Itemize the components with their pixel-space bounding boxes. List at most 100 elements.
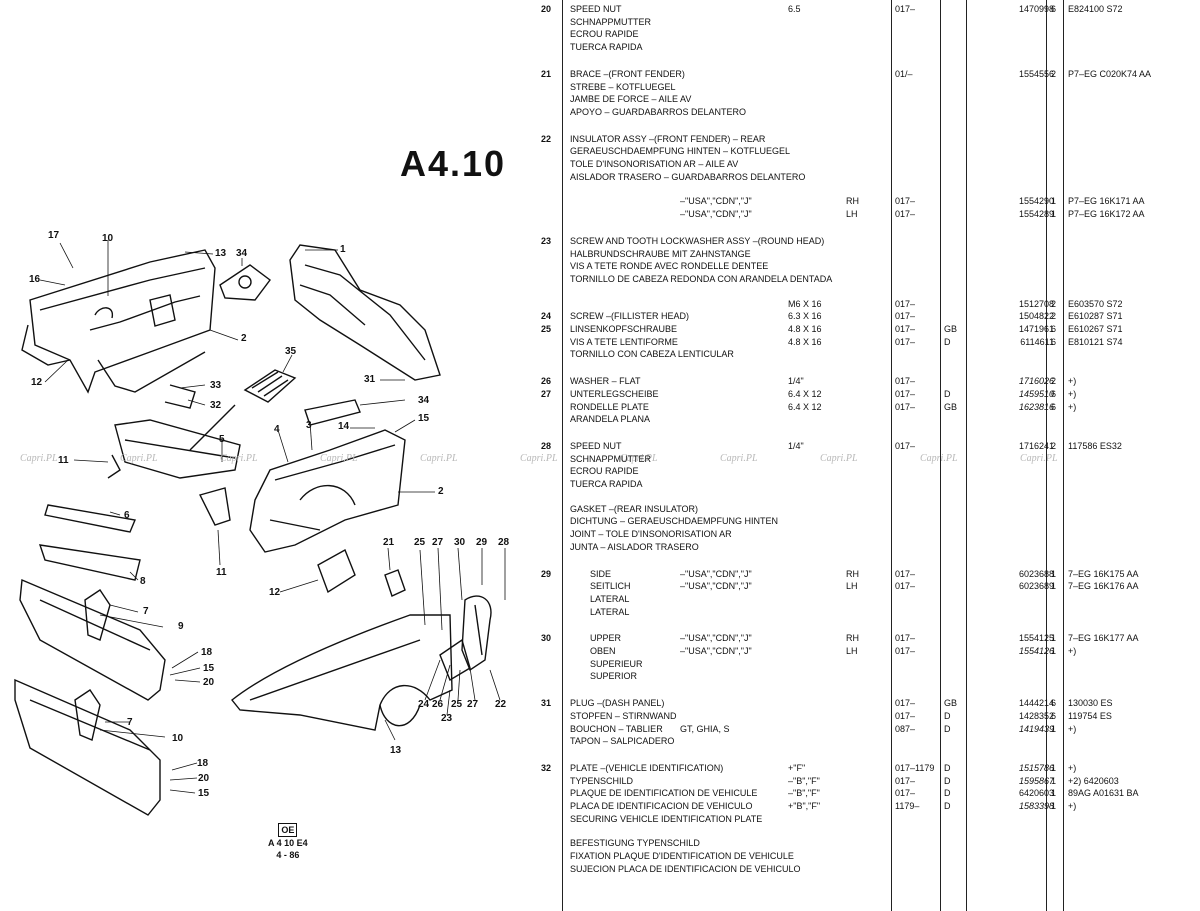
table-row: TUERCA RAPIDA <box>532 478 1200 490</box>
cell-catalogue-code: D <box>944 775 951 786</box>
table-row: ECROU RAPIDE <box>532 28 1200 40</box>
cell-description: TAPON – SALPICADERO <box>570 736 675 747</box>
callout-label: 33 <box>210 380 222 391</box>
cell-catalogue-code: D <box>944 723 951 734</box>
cell-side: RH <box>846 568 859 579</box>
cell-description: PLACA DE IDENTIFICACION DE VEHICULO <box>570 801 753 811</box>
cell-description: GASKET –(REAR INSULATOR) <box>570 503 699 514</box>
cell-quantity: 2 <box>1051 68 1057 79</box>
table-row: PLACA DE IDENTIFICACION DE VEHICULO+"B",… <box>532 800 1200 812</box>
cell-quantity: 2 <box>1051 311 1057 322</box>
callout-label: 7 <box>127 717 133 728</box>
cell-finis-code: 130030 ES <box>1068 698 1113 709</box>
watermark-text: Capri.PL <box>1020 453 1058 464</box>
cell-part-number: 1554290 <box>1018 196 1054 207</box>
cell-description: SIDE <box>590 568 612 579</box>
table-row: SCHNAPPMUTTER <box>532 453 1200 465</box>
cell-description: LATERAL <box>590 606 630 617</box>
table-row: APOYO – GUARDABARROS DELANTERO <box>532 106 1200 118</box>
cell-description: DICHTUNG – GERAEUSCHDAEMPFUNG HINTEN <box>570 516 779 527</box>
cell-description: SECURING VEHICLE IDENTIFICATION PLATE <box>570 813 763 824</box>
cell-ref-number: 31 <box>540 698 551 709</box>
cell-description: LATERAL <box>590 593 630 604</box>
front-panel-lower-drawing <box>14 678 161 816</box>
table-row: SUJECION PLACA DE IDENTIFICACION DE VEHI… <box>532 863 1200 875</box>
cell-market: –"USA","CDN","J" <box>680 568 752 579</box>
table-row: TORNILLO DE CABEZA REDONDA CON ARANDELA … <box>532 273 1200 285</box>
callout-label: 2 <box>241 333 247 344</box>
cell-quantity: 1 <box>1051 762 1057 773</box>
front-fender-drawing <box>231 614 453 731</box>
cell-description: TOLE D'INSONORISATION AR – AILE AV <box>570 159 739 169</box>
drawing-reference: OE A 4 10 E4 4 - 86 <box>268 823 308 861</box>
cell-quantity: 6 <box>1051 336 1057 347</box>
callout-label: 24 <box>418 699 430 710</box>
callout-label: 32 <box>210 400 222 411</box>
cell-side: RH <box>846 633 859 644</box>
callout-label: 21 <box>383 537 395 548</box>
cell-finis-code: 117586 ES32 <box>1068 440 1122 451</box>
cell-market: –"USA","CDN","J" <box>680 209 752 220</box>
cell-quantity: 6 <box>1051 698 1057 709</box>
cell-quantity: 1 <box>1051 196 1057 207</box>
cell-date-range: 017– <box>895 698 916 709</box>
cell-part-number: 1595867 <box>1018 775 1054 786</box>
cell-description: UPPER <box>590 633 622 644</box>
cell-side: LH <box>846 646 858 656</box>
cell-finis-code: +) <box>1068 723 1077 734</box>
cell-quantity: 6 <box>1051 710 1057 721</box>
watermark-text: Capri.PL <box>120 453 158 464</box>
cell-description: PLATE –(VEHICLE IDENTIFICATION) <box>570 762 724 773</box>
cell-ref-number: 29 <box>540 568 551 579</box>
cell-date-range: 017– <box>895 388 916 399</box>
cell-specification: 1/4" <box>788 376 804 387</box>
cell-date-range: 017– <box>895 581 916 592</box>
cell-quantity: 1 <box>1051 788 1057 799</box>
cell-finis-code: +) <box>1068 376 1077 387</box>
cell-specification: 6.4 X 12 <box>788 401 822 412</box>
cell-side: LH <box>846 581 858 592</box>
cell-quantity: 1 <box>1051 633 1057 644</box>
watermark-text: Capri.PL <box>920 453 958 464</box>
cell-quantity: 1 <box>1051 801 1057 811</box>
cell-catalogue-code: GB <box>944 698 958 709</box>
callout-label: 10 <box>172 733 184 744</box>
cell-side: LH <box>846 209 858 220</box>
cell-part-number: 1459510 <box>1018 388 1054 399</box>
callout-label: 11 <box>216 567 227 578</box>
cell-specification: +"F" <box>788 762 806 773</box>
callout-label: 34 <box>236 248 248 259</box>
cell-date-range: 017– <box>895 401 916 412</box>
table-row: ARANDELA PLANA <box>532 413 1200 425</box>
cell-finis-code: 119754 ES <box>1068 710 1112 721</box>
cell-ref-number: 24 <box>540 311 551 322</box>
callout-label: 18 <box>197 758 209 769</box>
table-row: GERAEUSCHDAEMPFUNG HINTEN – KOTFLUEGEL <box>532 145 1200 157</box>
table-row: PLAQUE DE IDENTIFICATION DE VEHICULE–"B"… <box>532 787 1200 799</box>
table-row: SCHNAPPMUTTER <box>532 16 1200 28</box>
cell-market: –"USA","CDN","J" <box>680 196 752 207</box>
callout-label: 23 <box>441 713 453 724</box>
cell-description: ECROU RAPIDE <box>570 29 639 40</box>
cell-part-number: 1470998 <box>1018 4 1054 14</box>
table-row: LATERAL <box>532 593 1200 605</box>
cell-finis-code: 89AG A01631 BA <box>1068 788 1139 799</box>
cell-date-range: 017– <box>895 633 916 644</box>
cell-quantity: 6 <box>1051 324 1057 334</box>
cell-ref-number: 28 <box>540 440 551 451</box>
cell-part-number: 6114611 <box>1020 336 1054 347</box>
table-row: TORNILLO CON CABEZA LENTICULAR <box>532 348 1200 360</box>
cell-ref-number: 26 <box>540 376 551 387</box>
callout-label: 29 <box>476 537 488 548</box>
callout-label: 1 <box>340 244 346 255</box>
cell-description: TORNILLO DE CABEZA REDONDA CON ARANDELA … <box>570 273 833 284</box>
cell-ref-number: 30 <box>540 633 551 644</box>
